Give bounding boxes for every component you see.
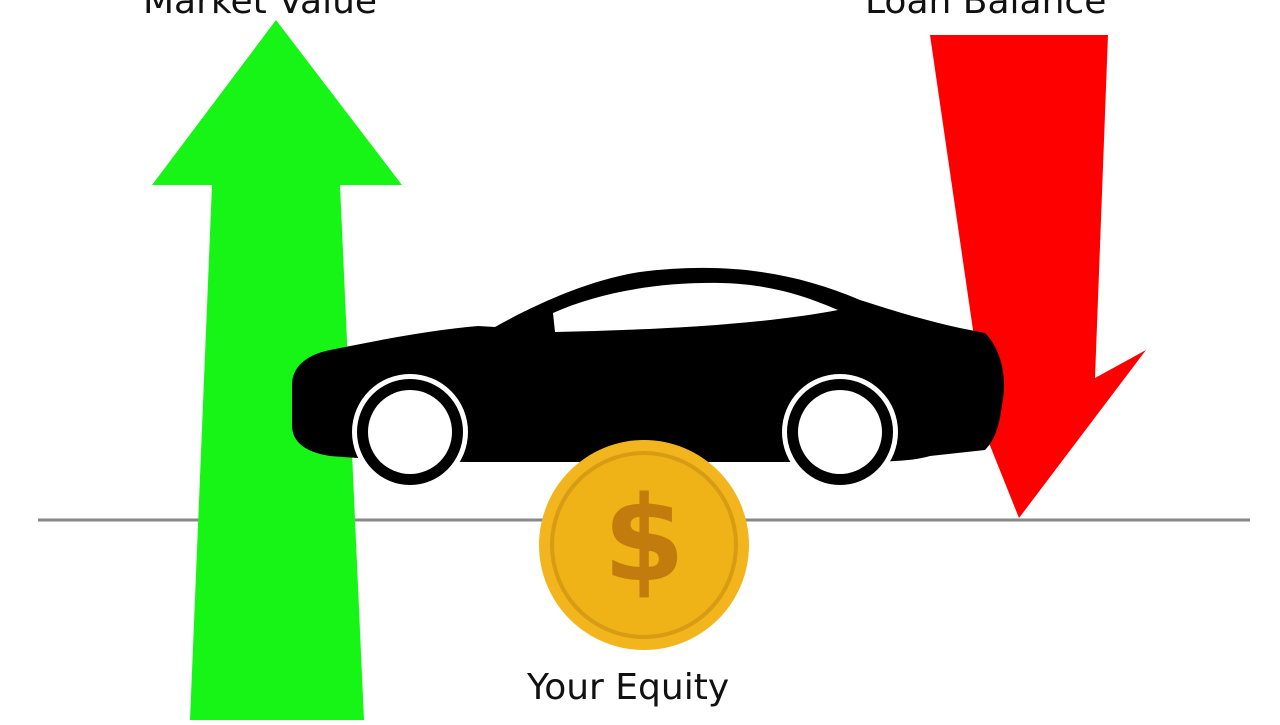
your-equity-label: Your Equity <box>527 667 730 708</box>
rear-wheel-hub <box>368 390 452 474</box>
car-icon <box>292 267 1005 490</box>
loan-balance-label: Loan Balance <box>865 0 1107 22</box>
coin-dollar-symbol: $ <box>603 470 685 608</box>
market-value-label: Market Value <box>143 0 378 22</box>
front-wheel-hub <box>798 390 882 474</box>
up-arrow-icon <box>152 20 402 720</box>
dollar-coin-icon: $ <box>539 440 749 650</box>
car-window <box>553 282 838 332</box>
